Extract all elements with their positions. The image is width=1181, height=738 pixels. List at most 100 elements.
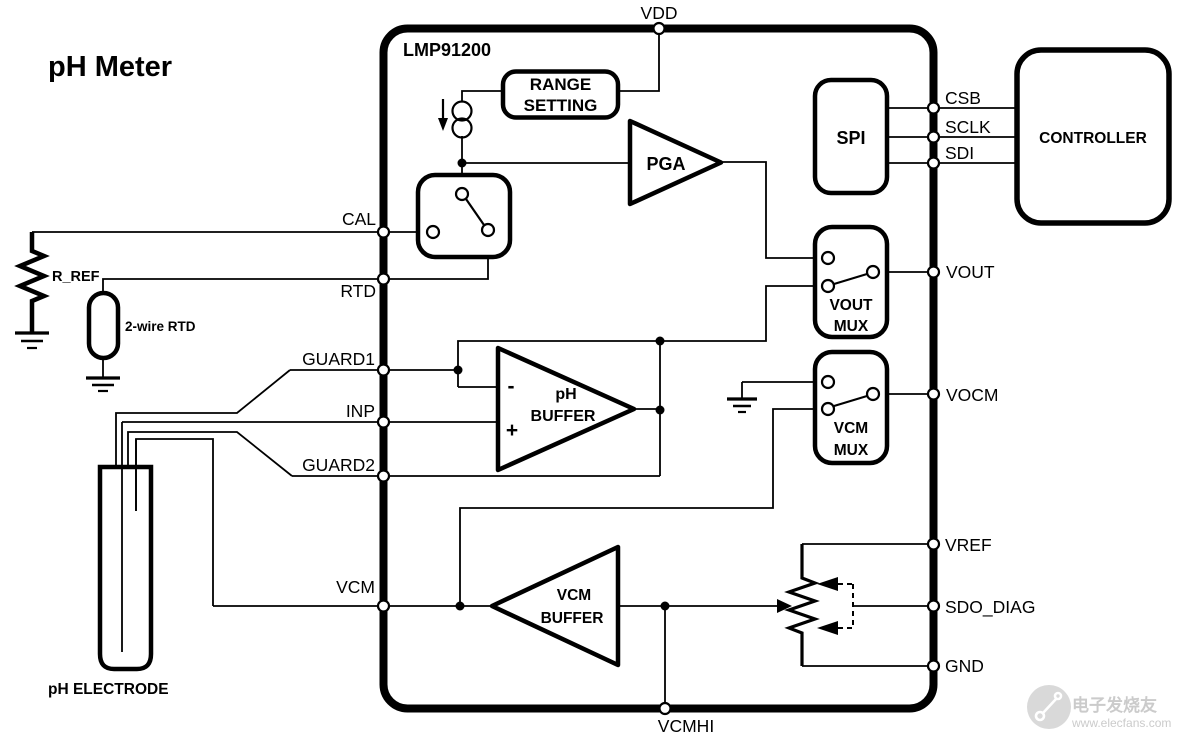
pin-sdi (926, 156, 941, 170)
vref-label: VREF (945, 535, 992, 555)
cal-label: CAL (342, 209, 376, 229)
pot-input-arrowhead (777, 599, 792, 613)
sdo-diag-label: SDO_DIAG (945, 597, 1035, 618)
vcm-buffer-label-1: VCM (557, 587, 591, 604)
pin-vref (926, 537, 941, 551)
range-setting-box (500, 69, 621, 120)
rtd-label: RTD (340, 281, 376, 301)
pin-guard2 (376, 469, 391, 483)
r-ref-label: R_REF (52, 269, 100, 285)
rtd-sensor-label: 2-wire RTD (125, 319, 196, 334)
switch-contact-top (454, 186, 470, 202)
pin-cal (376, 225, 391, 239)
range-setting-label-1: RANGE (530, 75, 591, 94)
spi-wiring (887, 107, 1017, 164)
controller-box (1014, 47, 1172, 226)
pin-sdo-diag (926, 599, 941, 613)
controller-block: CONTROLLER (1014, 47, 1172, 226)
ph-electrode: pH ELECTRODE (48, 439, 169, 698)
vout-mux-block: VOUT MUX (812, 224, 890, 340)
vdd-wire (618, 34, 660, 92)
junction-vcm (455, 601, 465, 611)
vcm-buffer-block: VCM BUFFER (489, 544, 621, 668)
sdi-label: SDI (945, 143, 974, 163)
guard1-label: GUARD1 (302, 349, 375, 369)
spi-label: SPI (836, 128, 865, 148)
csb-label: CSB (945, 88, 981, 108)
ph-buffer-triangle (495, 345, 637, 473)
watermark-url: www.elecfans.com (1071, 716, 1171, 730)
vcm-mux-input1 (820, 374, 836, 390)
current-source (438, 99, 473, 139)
ph-electrode-label: pH ELECTRODE (48, 681, 169, 698)
vcm-mux-output (865, 386, 881, 402)
junction-feedback (655, 336, 665, 346)
switch-contact-cal (425, 224, 441, 240)
junction-guard1 (453, 365, 463, 375)
spi-block: SPI (812, 77, 890, 196)
vcm-mux-label-1: VCM (834, 420, 868, 437)
vcm-wiring (135, 408, 823, 704)
sclk-label: SCLK (945, 117, 991, 137)
guard2-label: GUARD2 (302, 455, 375, 475)
ph-buffer-plus-sign: + (506, 419, 518, 442)
chip-pins (376, 21, 941, 716)
pin-gnd (926, 659, 941, 673)
vcmhi-label: VCMHI (658, 716, 714, 736)
ph-buffer-minus-sign: - (508, 375, 515, 398)
feedback-to-voutmux-wire (457, 285, 823, 387)
vout-label: VOUT (946, 262, 995, 282)
vcm-mux-label-2: MUX (834, 442, 869, 459)
junction-vcmhi (660, 601, 670, 611)
pin-rtd (376, 272, 391, 286)
cal-rtd-switch (415, 172, 513, 260)
chip-name-label: LMP91200 (403, 40, 491, 60)
spi-box (812, 77, 890, 196)
pin-vcmhi (658, 701, 672, 716)
current-arrow-icon (438, 118, 448, 131)
vcm-buffer-triangle (489, 544, 621, 668)
pin-vout (926, 265, 941, 279)
junction-dots (453, 158, 670, 611)
pin-csb (926, 101, 941, 115)
vout-mux-label-1: VOUT (829, 297, 873, 314)
rtd-sensor: 2-wire RTD (86, 290, 196, 393)
pga-block: PGA (627, 118, 724, 207)
vout-mux-input2 (820, 278, 836, 294)
r-ref-branch: R_REF (14, 232, 100, 350)
ph-buffer-wiring (115, 285, 823, 652)
potentiometer-resistor (784, 544, 820, 666)
rtd-sensor-body (86, 290, 121, 361)
pin-vdd (652, 21, 666, 36)
vocm-label: VOCM (946, 385, 999, 405)
pga-output-wire (721, 161, 823, 259)
current-source-circle-bottom (451, 117, 473, 139)
vdd-label: VDD (641, 3, 678, 23)
vout-mux-output (865, 264, 881, 280)
vref-potentiometer (784, 543, 933, 667)
junction-buffer-output (655, 405, 665, 415)
inp-label: INP (346, 401, 375, 421)
current-source-circle-top (451, 100, 473, 122)
ph-buffer-label-2: BUFFER (531, 408, 596, 425)
page-title: pH Meter (48, 51, 172, 83)
range-setting-label-2: SETTING (524, 96, 598, 115)
vout-mux-label-2: MUX (834, 318, 869, 335)
watermark-logo-dot2 (1053, 691, 1063, 701)
guard1-external-wire (115, 369, 291, 467)
junction-source-pga (457, 158, 467, 168)
ph-electrode-tube (97, 464, 154, 672)
watermark: 电子发烧友 www.elecfans.com (1027, 685, 1171, 730)
range-to-source-wire (461, 90, 503, 102)
vout-mux-input1 (820, 250, 836, 266)
pin-labels: VDD CSB SCLK SDI VOUT VOCM VREF SDO_DIAG… (302, 3, 1035, 736)
pin-vcm (376, 599, 391, 613)
watermark-brand: 电子发烧友 (1072, 695, 1157, 715)
ph-buffer-label-1: pH (555, 386, 576, 403)
pga-label: PGA (646, 154, 685, 174)
vcm-external-wire (135, 438, 214, 606)
pga-triangle (627, 118, 724, 207)
guard2-external-wire (127, 431, 293, 477)
